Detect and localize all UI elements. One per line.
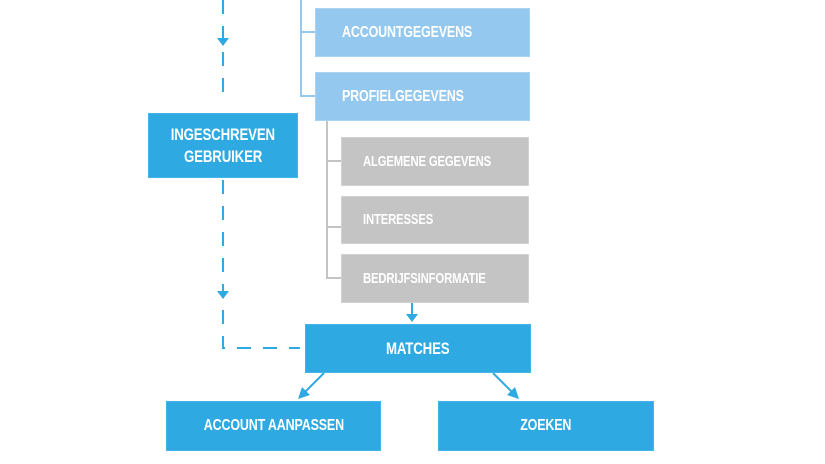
arrow-icon <box>298 387 310 399</box>
arrow-icon <box>507 387 519 399</box>
arrow-down-icon <box>406 314 418 322</box>
node-interesses: INTERESSES <box>341 196 529 244</box>
node-accountgegevens: ACCOUNTGEGEVENS <box>315 8 530 57</box>
node-label: GEBRUIKER <box>183 146 263 166</box>
node-algemene-gegevens: ALGEMENE GEGEVENS <box>341 137 529 186</box>
arrow-matches-to-account-aanpassen <box>303 372 325 394</box>
node-label: INGESCHREVEN <box>170 124 276 144</box>
tree-connector-profiel <box>300 32 315 97</box>
node-label: ZOEKEN <box>520 417 572 434</box>
node-ingeschreven-gebruiker: INGESCHREVEN GEBRUIKER <box>148 113 298 178</box>
node-label: MATCHES <box>386 338 450 358</box>
node-matches: MATCHES <box>305 324 531 373</box>
node-account-aanpassen: ACCOUNT AANPASSEN <box>166 401 381 451</box>
node-label: ACCOUNT AANPASSEN <box>203 417 344 434</box>
node-bedrijfsinformatie: BEDRIJFSINFORMATIE <box>341 254 529 303</box>
tree-connector-bedrijf <box>326 227 341 279</box>
node-label: PROFIELGEGEVENS <box>342 87 464 105</box>
node-label: ALGEMENE GEGEVENS <box>363 153 492 170</box>
node-label: INTERESSES <box>363 212 434 228</box>
arrow-down-icon <box>217 38 229 46</box>
node-label: BEDRIJFSINFORMATIE <box>363 270 486 287</box>
tree-connector-interesses <box>326 161 341 228</box>
arrow-matches-to-zoeken <box>492 372 513 393</box>
tree-connector-account <box>300 0 315 33</box>
tree-connector-algemene <box>326 120 341 162</box>
arrow-down-icon <box>217 291 229 299</box>
dashed-connector-to-matches <box>222 180 300 349</box>
node-profielgegevens: PROFIELGEGEVENS <box>315 72 530 121</box>
node-zoeken: ZOEKEN <box>438 401 654 451</box>
node-label: ACCOUNTGEGEVENS <box>342 23 473 41</box>
